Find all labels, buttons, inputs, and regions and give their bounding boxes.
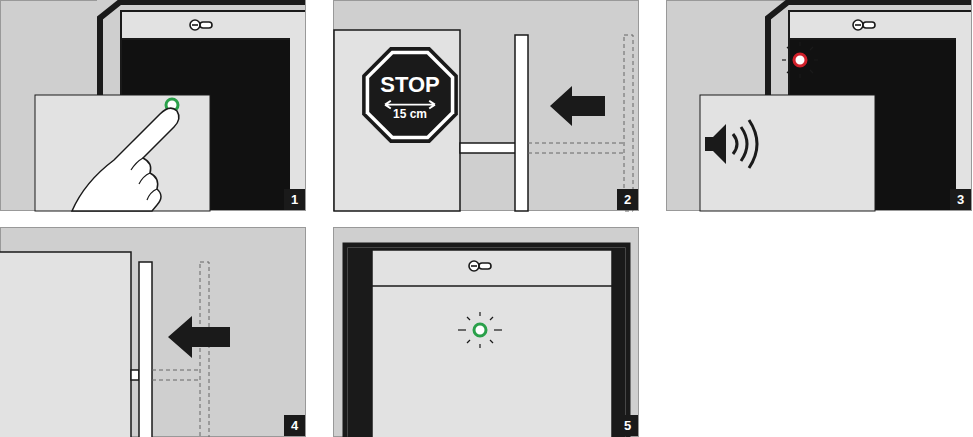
step-number: 2: [617, 189, 638, 210]
step-panel: [667, 1, 972, 212]
step-panel: [1, 0, 306, 211]
sign-word: STOP: [380, 73, 440, 96]
stop-sign: STOP 15 cm: [362, 47, 458, 143]
step-number: 1: [284, 189, 305, 210]
step-panel: [334, 1, 639, 212]
step-number: 3: [950, 189, 971, 210]
step-panel: [334, 228, 639, 437]
step-number: 5: [617, 415, 638, 436]
step-number: 4: [284, 415, 305, 436]
distance-label: 15 cm: [393, 108, 427, 121]
step-panel: [0, 228, 306, 437]
